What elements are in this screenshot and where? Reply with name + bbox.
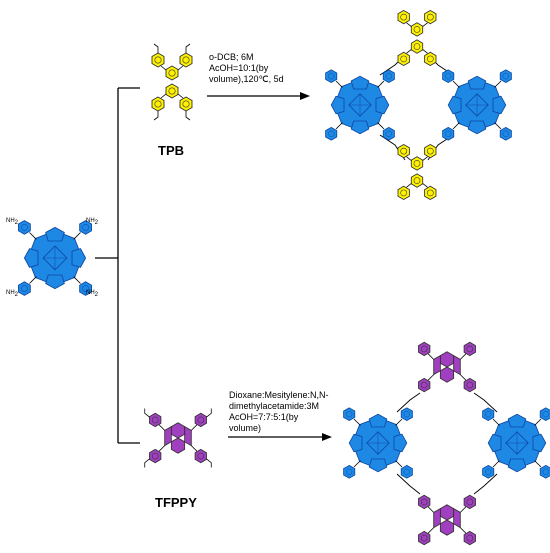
amine-label-bottom-right: NH2 bbox=[86, 290, 99, 299]
reaction-arrow-top bbox=[207, 92, 310, 100]
tfppy-label: TFPPY bbox=[155, 495, 197, 510]
tpb-condition-line: AcOH=10:1(by bbox=[209, 63, 269, 73]
reaction-bracket bbox=[95, 87, 140, 444]
amine-label-top-right: NH2 bbox=[86, 218, 99, 227]
tfppy-conditions: Dioxane:Mesitylene:N,N- dimethylacetamid… bbox=[229, 390, 329, 434]
tpb-conditions: o-DCB; 6M AcOH=10:1(by volume),120℃, 5d bbox=[209, 52, 284, 85]
tfppy-condition-line: Dioxane:Mesitylene:N,N- bbox=[229, 390, 329, 400]
tfppy-condition-line: AcOH=7:7:5:1(by bbox=[229, 412, 299, 422]
tfppy-cof-product bbox=[344, 342, 550, 544]
tpb-condition-line: volume),120℃, 5d bbox=[209, 74, 284, 84]
tpb-condition-line: o-DCB; 6M bbox=[209, 52, 254, 62]
tfppy-condition-line: dimethylacetamide:3M bbox=[229, 401, 320, 411]
tpb-label: TPB bbox=[158, 143, 184, 158]
amine-label-top-left: NH2 bbox=[6, 218, 19, 227]
tpb-monomer bbox=[152, 43, 192, 121]
tfppy-condition-line: volume) bbox=[229, 423, 262, 433]
tpb-cof-product bbox=[326, 10, 512, 199]
tfppy-monomer bbox=[144, 408, 212, 468]
porphyrin-amine-monomer bbox=[18, 221, 91, 296]
amine-label-bottom-left: NH2 bbox=[6, 290, 19, 299]
reaction-arrow-bottom bbox=[228, 433, 332, 441]
